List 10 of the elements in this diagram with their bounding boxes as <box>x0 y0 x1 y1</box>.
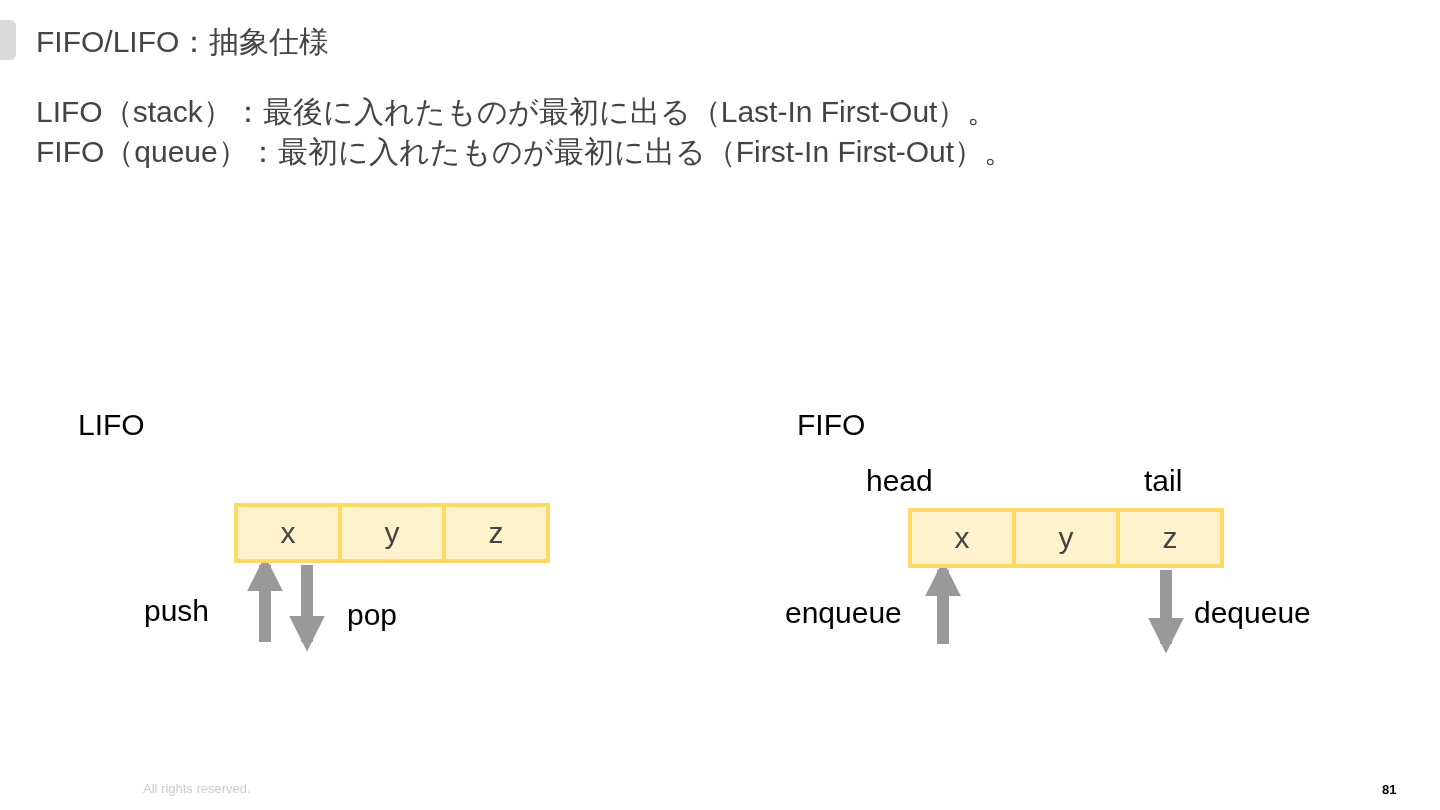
position-label: head <box>866 464 933 498</box>
page-number: 81 <box>1382 782 1397 797</box>
block-arrow <box>1148 570 1184 654</box>
section-heading: FIFO <box>797 408 866 442</box>
position-label: tail <box>1144 464 1183 498</box>
section-heading: LIFO <box>78 408 145 442</box>
block-arrow <box>289 565 325 652</box>
description-text: FIFO（queue）：最初に入れたものが最初に出る（First-In First-Out）。 <box>36 134 1015 170</box>
slide-title: FIFO/LIFO：抽象仕様 <box>36 24 330 60</box>
description-text: LIFO（stack）：最後に入れたものが最初に出る（Last-In First-Out）。 <box>36 94 998 130</box>
